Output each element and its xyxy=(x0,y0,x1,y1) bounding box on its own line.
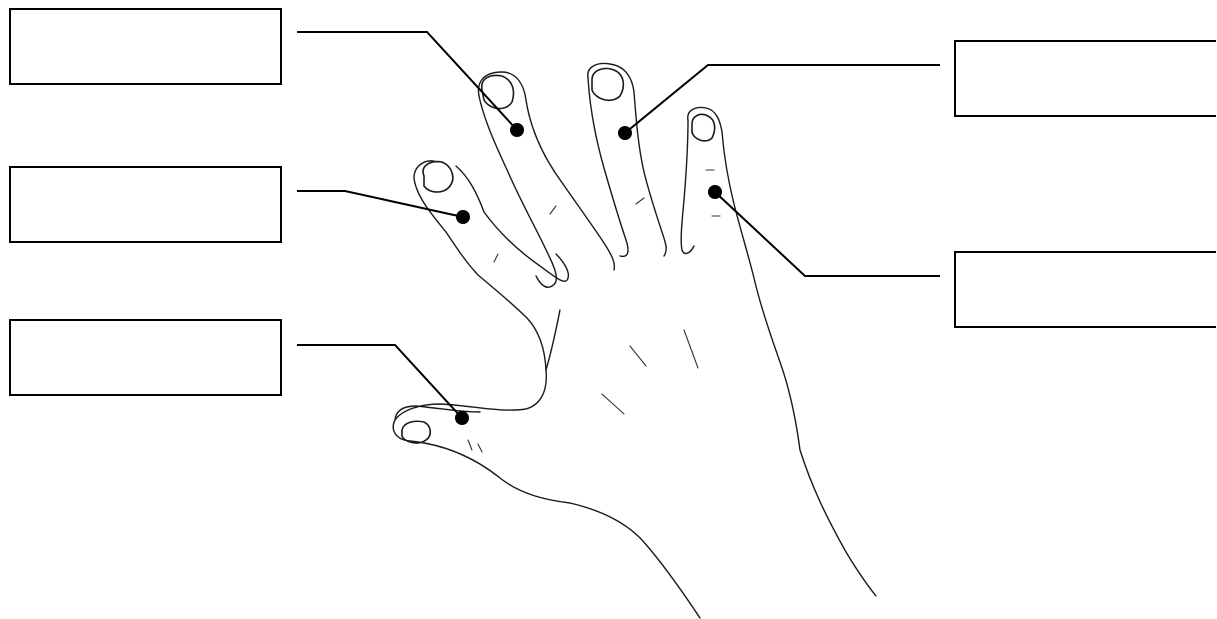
pointer-dot-index xyxy=(510,123,524,137)
crease-8 xyxy=(602,394,624,414)
crease-2 xyxy=(550,206,556,214)
third-nail xyxy=(592,68,623,100)
label-box-middle-right[interactable] xyxy=(955,252,1216,327)
crease-6 xyxy=(630,346,646,366)
middle-finger-outline xyxy=(478,72,614,270)
hand-drawing xyxy=(393,64,876,618)
pointer-dot-thumb xyxy=(455,411,469,425)
pointer-dot-middle-left xyxy=(456,210,470,224)
palm-edge xyxy=(546,310,560,370)
label-box-bottom-left[interactable] xyxy=(10,320,281,395)
index-finger-inner xyxy=(456,166,568,281)
pointer-dot-little xyxy=(708,185,722,199)
leader-line-little xyxy=(715,192,940,276)
index-finger-outline xyxy=(393,161,700,618)
thumb-nail xyxy=(402,421,430,443)
little-finger-left xyxy=(681,120,694,253)
little-finger-outline xyxy=(688,108,876,597)
index-nail xyxy=(423,162,453,192)
third-finger-outline xyxy=(588,64,666,256)
crease-1 xyxy=(494,254,498,262)
pointer-dot-third xyxy=(618,126,632,140)
leader-line-third xyxy=(625,65,940,133)
middle-nail xyxy=(482,76,514,109)
label-box-top-left[interactable] xyxy=(10,9,281,84)
crease-7 xyxy=(684,330,698,368)
crease-3 xyxy=(636,198,644,204)
third-finger-left xyxy=(588,78,628,256)
crease-10 xyxy=(478,444,482,452)
leader-line-middle-left xyxy=(297,191,463,217)
label-box-middle-left[interactable] xyxy=(10,167,281,242)
label-box-top-right[interactable] xyxy=(955,41,1216,116)
leader-line-thumb xyxy=(297,345,462,418)
little-nail xyxy=(692,114,715,140)
crease-9 xyxy=(468,440,472,450)
